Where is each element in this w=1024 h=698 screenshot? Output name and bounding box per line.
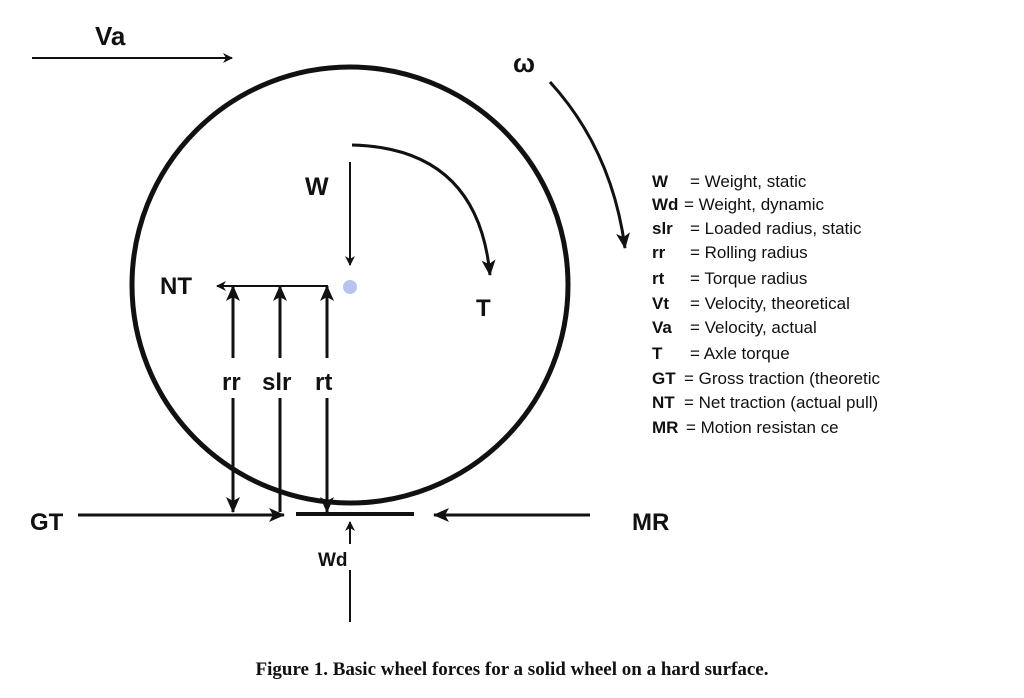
svg-text:Wd: Wd	[652, 195, 678, 214]
wheel-center-dot	[343, 280, 357, 294]
t-label: T	[476, 295, 491, 322]
svg-text:Vt: Vt	[652, 294, 669, 313]
svg-text:= Velocity, theoretical: = Velocity, theoretical	[690, 294, 850, 313]
svg-text:= Torque radius: = Torque radius	[690, 269, 807, 288]
gt-label: GT	[30, 509, 64, 536]
svg-text:= Loaded radius, static: = Loaded radius, static	[690, 219, 862, 238]
svg-text:= Axle torque: = Axle torque	[690, 344, 790, 363]
svg-text:= Gross traction (theoretic: = Gross traction (theoretic	[684, 369, 881, 388]
legend-item: NT = Net traction (actual pull)	[652, 393, 878, 412]
slr-label: slr	[262, 369, 291, 396]
legend-item: Vt = Velocity, theoretical	[652, 294, 850, 313]
legend-item: Wd = Weight, dynamic	[652, 195, 825, 214]
figure-caption: Figure 1. Basic wheel forces for a solid…	[256, 659, 769, 680]
svg-text:= Weight, dynamic: = Weight, dynamic	[684, 195, 825, 214]
svg-text:Va: Va	[652, 318, 672, 337]
svg-text:W: W	[652, 172, 669, 191]
legend-item: W = Weight, static	[652, 172, 807, 191]
torque-arrow	[351, 143, 496, 276]
w-label: W	[305, 173, 329, 201]
legend-item: rr = Rolling radius	[652, 243, 808, 262]
svg-text:MR: MR	[652, 418, 678, 437]
legend-item: GT = Gross traction (theoretic	[652, 369, 881, 388]
svg-text:= Net traction (actual pull): = Net traction (actual pull)	[684, 393, 878, 412]
legend-item: slr = Loaded radius, static	[652, 219, 862, 238]
legend-item: Va = Velocity, actual	[652, 318, 817, 337]
nt-label: NT	[160, 273, 192, 300]
svg-text:rr: rr	[652, 243, 666, 262]
svg-text:= Weight, static: = Weight, static	[690, 172, 807, 191]
svg-text:NT: NT	[652, 393, 675, 412]
rr-label: rr	[222, 369, 241, 396]
wd-label: Wd	[318, 550, 348, 571]
svg-text:slr: slr	[652, 219, 673, 238]
svg-text:= Rolling radius: = Rolling radius	[690, 243, 808, 262]
svg-text:= Velocity, actual: = Velocity, actual	[690, 318, 817, 337]
svg-text:T: T	[652, 344, 663, 363]
rt-label: rt	[315, 369, 332, 396]
svg-text:= Motion resistan ce: = Motion resistan ce	[686, 418, 839, 437]
omega-arrow	[548, 80, 630, 249]
svg-text:rt: rt	[652, 269, 665, 288]
legend-item: T = Axle torque	[652, 344, 790, 363]
mr-label: MR	[632, 509, 669, 536]
va-label: Va	[95, 21, 126, 51]
legend-item: MR = Motion resistan ce	[652, 418, 839, 437]
svg-text:GT: GT	[652, 369, 676, 388]
wheel-circle	[129, 64, 571, 506]
legend: W = Weight, static Wd = Weight, dynamic sl…	[652, 172, 881, 437]
legend-item: rt = Torque radius	[652, 269, 807, 288]
omega-label: ω	[513, 48, 535, 78]
